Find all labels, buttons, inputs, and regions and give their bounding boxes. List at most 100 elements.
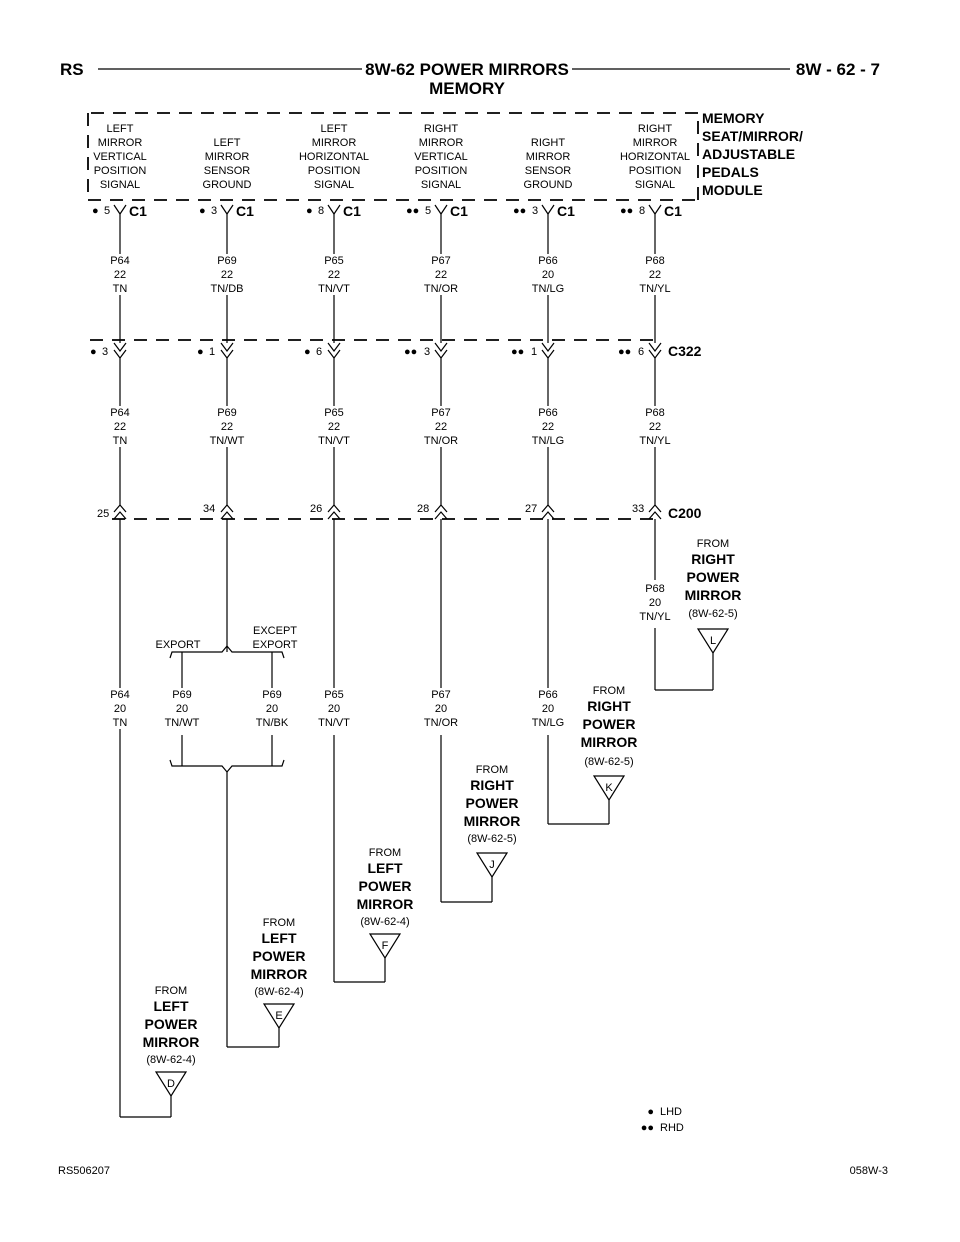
wire-circuit: P69 bbox=[262, 689, 282, 701]
c322-name: C322 bbox=[668, 343, 702, 359]
source-from: FROM bbox=[263, 917, 295, 929]
source-letter: L bbox=[710, 635, 716, 647]
circuit-label-line: SENSOR bbox=[204, 165, 251, 177]
source-from: FROM bbox=[476, 764, 508, 776]
c322-pin-number: 1 bbox=[209, 346, 215, 358]
c322-pin-number: 3 bbox=[102, 346, 108, 358]
wire-color: TN/OR bbox=[424, 283, 458, 295]
source-ref: (8W-62-4) bbox=[360, 916, 409, 928]
footer-right-code: 058W-3 bbox=[850, 1165, 888, 1177]
wire-circuit: P66 bbox=[538, 407, 558, 419]
wire-circuit: P67 bbox=[431, 689, 451, 701]
circuit-label-line: POSITION bbox=[308, 165, 361, 177]
c200-pin-number: 26 bbox=[310, 503, 322, 515]
wire-color: TN bbox=[113, 717, 128, 729]
source-from: FROM bbox=[155, 985, 187, 997]
source-ref: (8W-62-5) bbox=[584, 756, 633, 768]
source-from: FROM bbox=[369, 847, 401, 859]
wire-gauge: 20 bbox=[176, 703, 188, 715]
wire-color: TN bbox=[113, 283, 128, 295]
wire-gauge: 20 bbox=[435, 703, 447, 715]
wire-circuit: P64 bbox=[110, 255, 130, 267]
wire-gauge: 20 bbox=[542, 269, 554, 281]
wire-color: TN/DB bbox=[211, 283, 244, 295]
c322-pin-number: 1 bbox=[531, 346, 537, 358]
circuit-label-4: RIGHT MIRROR VERTICAL POSITION SIGNAL bbox=[414, 123, 468, 191]
wire-color: TN/YL bbox=[639, 283, 670, 295]
wire-circuit: P65 bbox=[324, 255, 344, 267]
connector-c1: ● 5 C1 ● 3 C1 ● 8 C1 ●● 5 C1 ●● 3 C1 ●● … bbox=[92, 203, 682, 219]
wire-gauge: 20 bbox=[266, 703, 278, 715]
circuit-label-line: SENSOR bbox=[525, 165, 572, 177]
wires-c1-to-c322: P64 22 TN P69 22 TN/DB P65 22 TN/VT P67 … bbox=[110, 214, 671, 343]
source-name-line: MIRROR bbox=[251, 966, 308, 982]
wire-circuit: P67 bbox=[431, 407, 451, 419]
wire-label-top-2: P69 22 TN/DB bbox=[211, 255, 244, 295]
wire-gauge: 22 bbox=[114, 269, 126, 281]
module-name-line: MEMORY bbox=[702, 110, 765, 126]
circuit-label-line: POSITION bbox=[629, 165, 682, 177]
c1-pin-number: 8 bbox=[639, 205, 645, 217]
source-letter: E bbox=[275, 1010, 282, 1022]
wire-label-mid-6: P68 22 TN/YL bbox=[639, 407, 670, 447]
source-name-line: LEFT bbox=[154, 998, 189, 1014]
source-triangle-icon bbox=[696, 628, 730, 655]
source-name-line: POWER bbox=[583, 716, 636, 732]
source-ref: (8W-62-5) bbox=[688, 608, 737, 620]
wire-circuit: P69 bbox=[217, 255, 237, 267]
c322-dots: ●● bbox=[511, 346, 524, 358]
c1-dots: ●● bbox=[513, 205, 526, 217]
source-name-line: MIRROR bbox=[357, 896, 414, 912]
module-name-line: MODULE bbox=[702, 182, 763, 198]
source-name-line: POWER bbox=[466, 795, 519, 811]
source-ref: (8W-62-4) bbox=[254, 986, 303, 998]
wire-label-bottom-p69-export: P69 20 TN/WT bbox=[165, 689, 200, 729]
source-right-power-mirror-k: FROM RIGHT POWER MIRROR (8W-62-5) K bbox=[581, 685, 638, 802]
source-from: FROM bbox=[697, 538, 729, 550]
wire-circuit: P68 bbox=[645, 583, 665, 595]
circuit-label-1: LEFT MIRROR VERTICAL POSITION SIGNAL bbox=[93, 123, 147, 191]
c200-name: C200 bbox=[668, 505, 702, 521]
c322-pin-number: 3 bbox=[424, 346, 430, 358]
c1-dots: ● bbox=[306, 205, 313, 217]
circuit-label-line: HORIZONTAL bbox=[620, 151, 690, 163]
legend-label: RHD bbox=[660, 1122, 684, 1134]
source-name-line: MIRROR bbox=[685, 587, 742, 603]
wire-gauge: 20 bbox=[328, 703, 340, 715]
source-name-line: POWER bbox=[687, 569, 740, 585]
circuit-label-3: LEFT MIRROR HORIZONTAL POSITION SIGNAL bbox=[299, 123, 369, 191]
source-name-line: POWER bbox=[145, 1016, 198, 1032]
c200-pin-number: 25 bbox=[97, 508, 109, 520]
wire-circuit: P66 bbox=[538, 255, 558, 267]
c1-dots: ● bbox=[92, 205, 99, 217]
wire-label-bottom-p65: P65 20 TN/VT bbox=[318, 689, 350, 729]
option-except-line: EXPORT bbox=[252, 639, 297, 651]
source-letter: F bbox=[382, 940, 389, 952]
source-right-power-mirror-j: FROM RIGHT POWER MIRROR (8W-62-5) J bbox=[464, 764, 520, 879]
wire-gauge: 22 bbox=[435, 269, 447, 281]
circuit-label-line: VERTICAL bbox=[414, 151, 468, 163]
circuit-label-line: SIGNAL bbox=[100, 179, 140, 191]
wire-label-bottom-p64: P64 20 TN bbox=[110, 689, 130, 729]
source-name-line: MIRROR bbox=[581, 734, 638, 750]
c1-pin-number: 3 bbox=[211, 205, 217, 217]
source-letter: K bbox=[605, 782, 613, 794]
circuit-label-line: MIRROR bbox=[98, 137, 143, 149]
circuit-label-line: RIGHT bbox=[531, 137, 566, 149]
circuit-label-line: RIGHT bbox=[638, 123, 673, 135]
module-name-line: PEDALS bbox=[702, 164, 759, 180]
connector-c322: C322 ● 3 ● 1 ● 6 ●● 3 ●● 1 ●● 6 bbox=[90, 339, 702, 359]
wire-circuit: P68 bbox=[645, 255, 665, 267]
wire-color: TN/OR bbox=[424, 435, 458, 447]
source-name-line: MIRROR bbox=[143, 1034, 200, 1050]
header-title: 8W-62 POWER MIRRORS bbox=[365, 60, 569, 79]
c1-pin-number: 5 bbox=[425, 205, 431, 217]
wire-color: TN/OR bbox=[424, 717, 458, 729]
option-export: EXPORT bbox=[155, 639, 200, 651]
page-header: RS 8W-62 POWER MIRRORS MEMORY 8W - 62 - … bbox=[60, 60, 880, 98]
source-ref: (8W-62-5) bbox=[467, 833, 516, 845]
wire-gauge: 20 bbox=[649, 597, 661, 609]
circuit-label-line: SIGNAL bbox=[635, 179, 675, 191]
wire-color: TN bbox=[113, 435, 128, 447]
c1-pin-number: 8 bbox=[318, 205, 324, 217]
